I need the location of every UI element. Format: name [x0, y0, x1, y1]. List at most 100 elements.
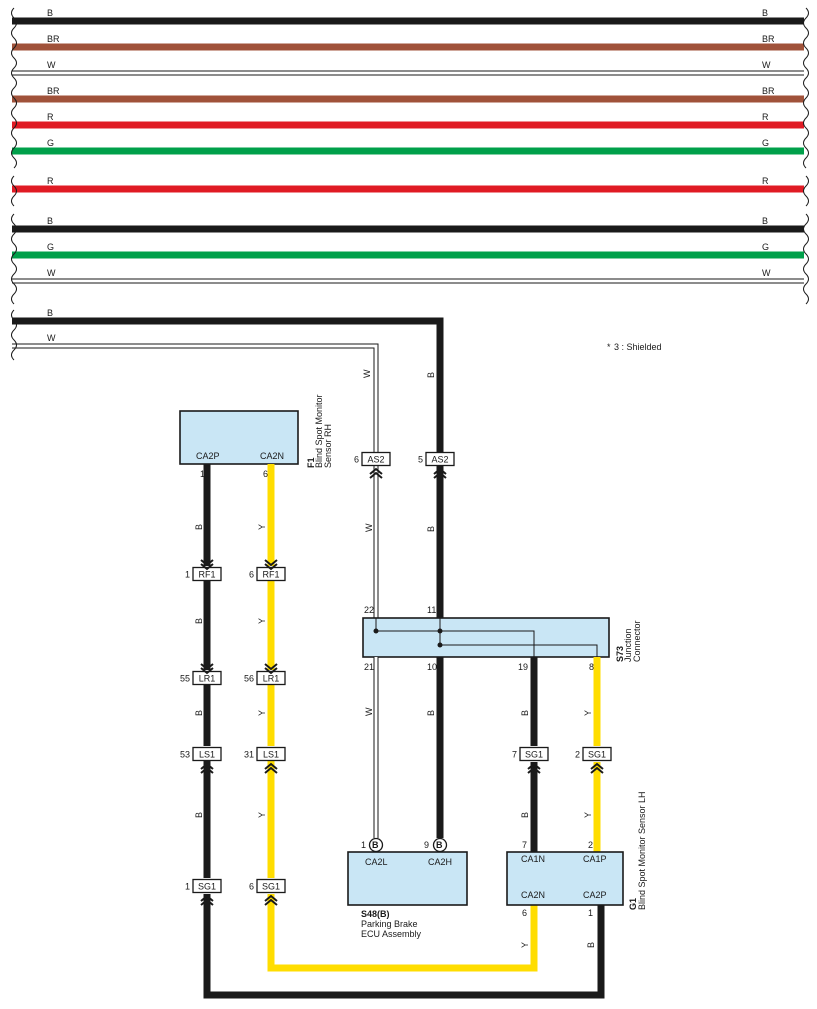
- g1-sensor-lh: [506, 851, 624, 906]
- connector-name: RF1: [198, 570, 215, 580]
- wire-tag: W: [364, 707, 374, 716]
- s73-pin: 21: [364, 662, 374, 672]
- connector-pin: 56: [244, 674, 254, 684]
- connector-name: LR1: [263, 674, 280, 684]
- connector-name: LS1: [263, 750, 279, 760]
- s73-name-line2: Connector: [632, 620, 642, 662]
- s48-conn-code: B: [372, 840, 379, 850]
- wire-tag: B: [520, 812, 530, 818]
- bus-wire-label: B: [762, 216, 768, 226]
- connector-rf1: RF1 1: [185, 559, 222, 582]
- wire-tag: B: [194, 618, 204, 624]
- bus-wire-label: W: [47, 268, 56, 278]
- shielded-note: 3 : Shielded: [614, 342, 662, 352]
- wave-break: [11, 7, 17, 169]
- bus-wire-br: BR BR: [12, 86, 804, 103]
- bus-wire-label: B: [47, 8, 53, 18]
- connector-pin: 6: [249, 570, 254, 580]
- connector-ls1: LS1 53: [180, 746, 222, 774]
- wire-tag: B: [586, 942, 596, 948]
- s48-conn-code: B: [436, 840, 443, 850]
- g1-id: G1: [628, 898, 638, 910]
- bus-wire-label: R: [762, 176, 769, 186]
- g1-pin-label: CA2P: [583, 890, 607, 900]
- connector-lr1: LR1 55: [180, 663, 222, 686]
- bus-wire-label: R: [47, 176, 54, 186]
- wire-tag: B: [520, 710, 530, 716]
- bus-wire-label: G: [47, 242, 54, 252]
- bus-wire-label: BR: [762, 34, 775, 44]
- bus-wire-label: W: [762, 268, 771, 278]
- g1-pin-label: CA1P: [583, 854, 607, 864]
- wire-tag: Y: [520, 942, 530, 948]
- wire-tag: B: [194, 812, 204, 818]
- wire-tag: Y: [257, 710, 267, 716]
- wire-tag: W: [364, 523, 374, 532]
- f1-id: F1: [306, 457, 316, 468]
- connector-pin: 53: [180, 750, 190, 760]
- bus-wire-br: BR BR: [12, 34, 804, 51]
- f1-name-line1: Blind Spot Monitor: [314, 394, 324, 468]
- connector-name: AS2: [367, 455, 384, 465]
- connector-name: LR1: [199, 674, 216, 684]
- wire-tag: Y: [257, 618, 267, 624]
- s73-pin: 22: [364, 605, 374, 615]
- wave-break: [11, 309, 17, 361]
- s48-id: S48(B): [361, 909, 390, 919]
- bus-wire-label: BR: [762, 86, 775, 96]
- bus-wire-label: R: [47, 112, 54, 122]
- wave-break: [803, 213, 809, 305]
- bus-wire-label: BR: [47, 86, 60, 96]
- s73-pin: 8: [589, 662, 594, 672]
- connector-pin: 1: [185, 570, 190, 580]
- connector-pin: 2: [575, 750, 580, 760]
- wire-tag: W: [362, 369, 372, 378]
- connector-pin: 6: [354, 455, 359, 465]
- wire-tag: B: [194, 524, 204, 530]
- s48-pin-label: CA2H: [428, 857, 452, 867]
- wave-break: [11, 175, 17, 207]
- connector-name: LS1: [199, 750, 215, 760]
- s48-name-line2: ECU Assembly: [361, 929, 422, 939]
- s48-parking-brake-ecu: [347, 851, 468, 906]
- connector-name: SG1: [262, 882, 280, 892]
- connector-name: AS2: [431, 455, 448, 465]
- g1-name: Blind Spot Monitor Sensor LH: [637, 791, 647, 910]
- f1-pin-label: CA2P: [196, 451, 220, 461]
- connector-pin: 55: [180, 674, 190, 684]
- s73-pin: 10: [427, 662, 437, 672]
- connector-name: SG1: [198, 882, 216, 892]
- connector-pin: 7: [512, 750, 517, 760]
- bus-wire-label: R: [762, 112, 769, 122]
- wire-tag: Y: [257, 524, 267, 530]
- wire-tag: Y: [583, 710, 593, 716]
- connector-pin: 6: [249, 882, 254, 892]
- entry-wire-w-label: W: [47, 333, 56, 343]
- bus-wire-label: B: [762, 8, 768, 18]
- connector-sg1: SG1 6: [249, 878, 286, 906]
- connector-rf1: RF1 6: [249, 559, 286, 582]
- wave-break: [803, 175, 809, 207]
- s73-pin: 11: [427, 605, 436, 615]
- s48-pin-num: 1: [361, 840, 366, 850]
- bus-wire-label: BR: [47, 34, 60, 44]
- wire-tag: Y: [583, 812, 593, 818]
- connector-name: RF1: [262, 570, 279, 580]
- connector-lr1: LR1 56: [244, 663, 286, 686]
- s73-junction-connector: [362, 617, 610, 658]
- bus-wire-label: G: [47, 138, 54, 148]
- bus-wire-label: W: [762, 60, 771, 70]
- g1-pin-num: 1: [588, 908, 593, 918]
- bus-wire-label: W: [47, 60, 56, 70]
